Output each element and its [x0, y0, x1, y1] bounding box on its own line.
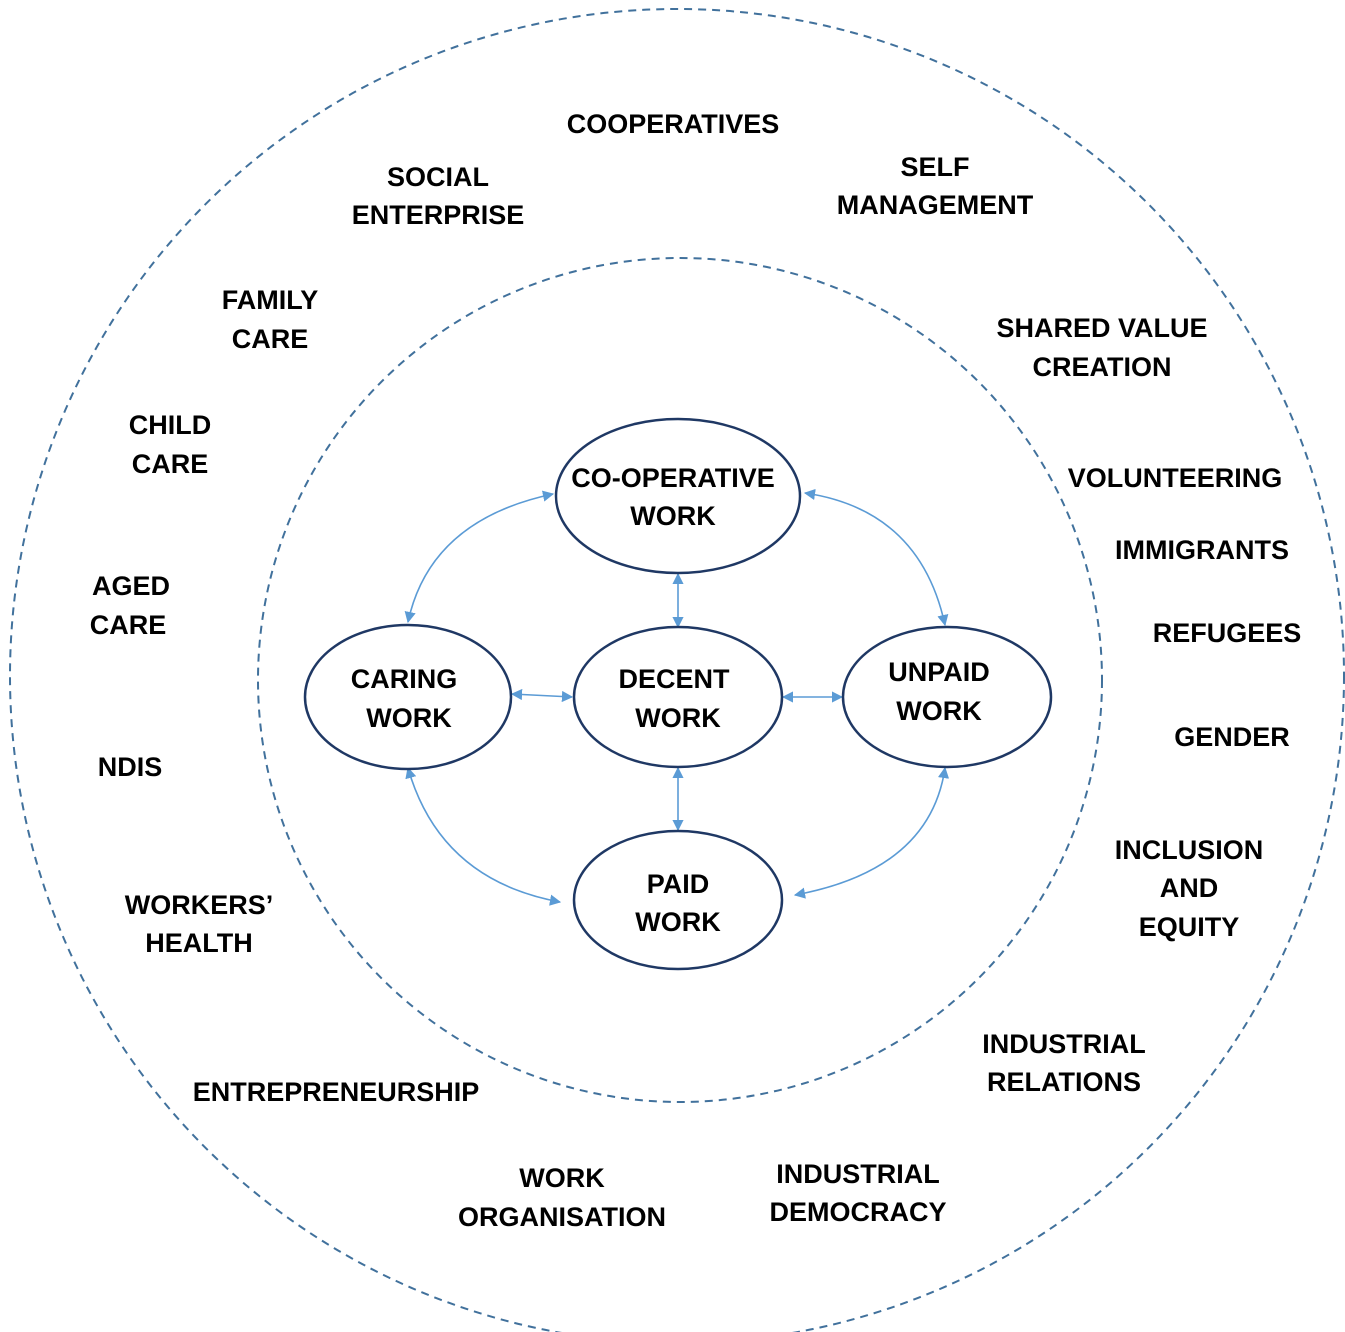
label-family-care: FAMILY [222, 285, 319, 315]
label-workers-health: HEALTH [145, 928, 253, 958]
node-cooperative-work: CO-OPERATIVE WORK [554, 417, 802, 575]
arrow-paid-unpaid [793, 766, 950, 899]
node-label: WORK [366, 703, 452, 733]
label-gender: GENDER [1174, 722, 1290, 752]
node-ellipse [554, 417, 802, 575]
outer-labels: COOPERATIVES SOCIAL ENTERPRISE SELF MANA… [90, 109, 1302, 1232]
arrow-caring-decent [510, 688, 574, 703]
node-ellipse [572, 829, 784, 971]
label-aged-care: CARE [90, 610, 167, 640]
inner-ring [257, 257, 1103, 1103]
arrow-caring-paid [405, 766, 562, 906]
label-inclusion-and-equity: INCLUSION [1115, 835, 1264, 865]
node-paid-work: PAID WORK [572, 829, 784, 971]
label-work-organisation: ORGANISATION [458, 1202, 666, 1232]
node-label: CARING [351, 664, 458, 694]
node-label: WORK [635, 907, 721, 937]
node-caring-work: CARING WORK [303, 623, 513, 771]
label-child-care: CARE [132, 449, 209, 479]
label-inclusion-and-equity: EQUITY [1139, 912, 1240, 942]
node-unpaid-work: UNPAID WORK [841, 625, 1053, 769]
label-work-organisation: WORK [519, 1163, 605, 1193]
node-ellipse [572, 625, 784, 769]
label-family-care: CARE [232, 324, 309, 354]
label-social-enterprise: SOCIAL [387, 162, 489, 192]
label-refugees: REFUGEES [1153, 618, 1302, 648]
node-label: UNPAID [888, 657, 990, 687]
node-label: PAID [647, 869, 710, 899]
connector-arrows [404, 488, 950, 906]
label-aged-care: AGED [92, 571, 170, 601]
node-label: WORK [896, 696, 982, 726]
node-ellipse [841, 625, 1053, 769]
label-inclusion-and-equity: AND [1160, 873, 1219, 903]
label-industrial-relations: INDUSTRIAL [982, 1029, 1146, 1059]
label-industrial-democracy: INDUSTRIAL [776, 1159, 940, 1189]
node-ellipse [303, 623, 513, 771]
arrow-caring-cooperative [404, 490, 555, 624]
arrow-cooperative-unpaid [803, 488, 949, 627]
node-label: WORK [635, 703, 721, 733]
label-volunteering: VOLUNTEERING [1068, 463, 1283, 493]
node-decent-work: DECENT WORK [572, 625, 784, 769]
label-self-management: SELF [900, 152, 969, 182]
outer-ring [9, 8, 1345, 1332]
node-label: WORK [630, 501, 716, 531]
label-cooperatives: COOPERATIVES [567, 109, 780, 139]
label-industrial-relations: RELATIONS [987, 1067, 1141, 1097]
label-self-management: MANAGEMENT [837, 190, 1034, 220]
label-workers-health: WORKERS’ [125, 890, 274, 920]
node-label: CO-OPERATIVE [571, 463, 775, 493]
label-shared-value-creation: CREATION [1033, 352, 1172, 382]
label-ndis: NDIS [98, 752, 163, 782]
label-shared-value-creation: SHARED VALUE [996, 313, 1207, 343]
node-label: DECENT [618, 664, 730, 694]
label-immigrants: IMMIGRANTS [1115, 535, 1289, 565]
label-child-care: CHILD [129, 410, 212, 440]
label-entrepreneurship: ENTREPRENEURSHIP [193, 1077, 480, 1107]
label-industrial-democracy: DEMOCRACY [769, 1197, 946, 1227]
label-social-enterprise: ENTERPRISE [352, 200, 525, 230]
